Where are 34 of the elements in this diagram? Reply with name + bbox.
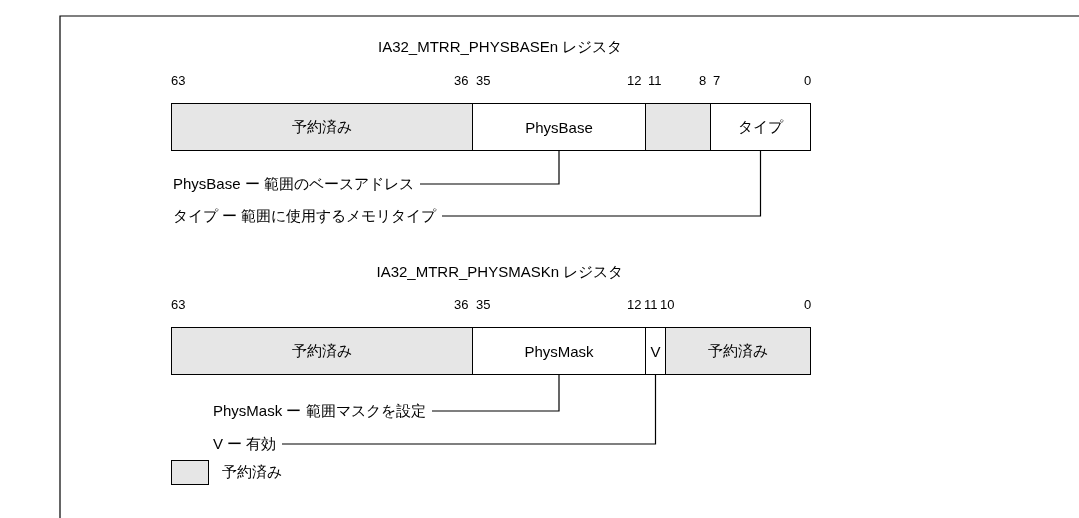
bit-number: 0 (804, 72, 812, 90)
register-field: タイプ (710, 103, 811, 151)
register-title: IA32_MTRR_PHYSMASKn レジスタ (376, 263, 624, 281)
bit-number: 12 (627, 72, 642, 90)
register-field: 予約済み (171, 327, 473, 375)
leader-line (431, 374, 560, 412)
register-field: V (645, 327, 666, 375)
register-field: 予約済み (665, 327, 811, 375)
register-field: 予約済み (171, 103, 473, 151)
register-field: PhysBase (472, 103, 646, 151)
leader-line (441, 150, 762, 217)
register-title: IA32_MTRR_PHYSBASEn レジスタ (378, 38, 623, 56)
bit-number: 7 (713, 72, 721, 90)
leader-line (419, 150, 560, 185)
leader-line (281, 374, 657, 445)
register-field: PhysMask (472, 327, 646, 375)
bit-number: 12 (627, 296, 642, 314)
field-description: タイプ ー 範囲に使用するメモリタイプ (173, 207, 437, 225)
bit-number: 63 (171, 72, 186, 90)
field-description: PhysMask ー 範囲マスクを設定 (213, 402, 426, 420)
bit-number: 35 (476, 72, 491, 90)
bit-number: 11 (644, 296, 658, 314)
reserved-field (645, 103, 711, 151)
bit-number: 8 (699, 72, 707, 90)
field-description: V ー 有効 (213, 435, 277, 453)
bit-number: 11 (648, 72, 662, 90)
field-description: PhysBase ー 範囲のベースアドレス (173, 175, 414, 193)
bit-number: 10 (660, 296, 675, 314)
legend-text: 予約済み (222, 463, 282, 481)
bit-number: 35 (476, 296, 491, 314)
bit-number: 0 (804, 296, 812, 314)
bit-number: 36 (454, 296, 469, 314)
bit-number: 63 (171, 296, 186, 314)
bit-number: 36 (454, 72, 469, 90)
